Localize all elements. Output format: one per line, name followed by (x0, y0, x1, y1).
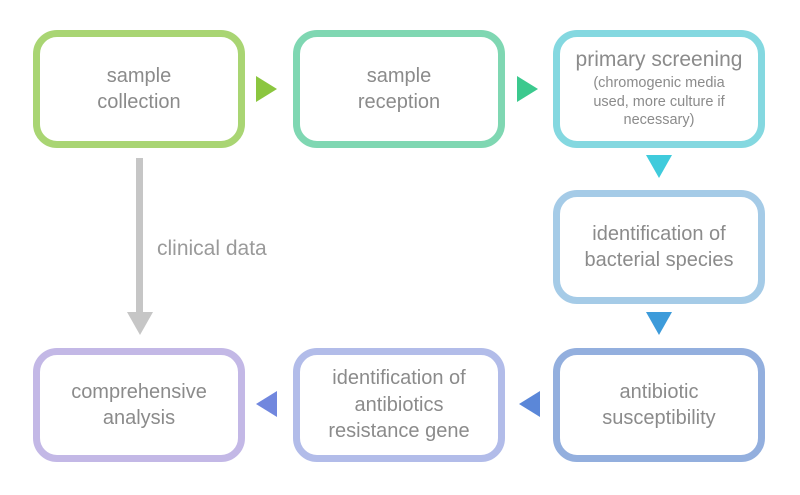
arrow-down-icon (646, 312, 672, 335)
arrow-down-icon (646, 155, 672, 178)
node-antibiotic-susceptibility: antibiotic susceptibility (553, 348, 765, 462)
node-label: antibiotic susceptibility (602, 380, 716, 429)
clinical-data-connector-line (136, 158, 143, 314)
node-label: identification of bacterial species (584, 222, 734, 271)
arrow-right-icon (517, 76, 538, 102)
node-label: comprehensive analysis (71, 380, 207, 429)
arrow-left-icon (256, 391, 277, 417)
arrow-right-icon (256, 76, 277, 102)
node-comprehensive-analysis: comprehensive analysis (33, 348, 245, 462)
node-identification-of-antibiotics-resistance-gene: identification of antibiotics resistance… (293, 348, 505, 462)
node-label: sample reception (357, 64, 441, 113)
node-sample-collection: sample collection (33, 30, 245, 148)
node-sample-reception: sample reception (293, 30, 505, 148)
node-sublabel: (chromogenic media used, more culture if… (593, 74, 725, 129)
arrow-down-icon (127, 312, 153, 335)
node-primary-screening: primary screening (chromogenic media use… (553, 30, 765, 148)
node-label: identification of antibiotics resistance… (328, 367, 470, 443)
clinical-data-label: clinical data (157, 237, 267, 260)
node-label: sample collection (97, 64, 181, 113)
node-label: primary screening (575, 47, 743, 71)
arrow-left-icon (519, 391, 540, 417)
node-identification-of-bacterial-species: identification of bacterial species (553, 190, 765, 304)
